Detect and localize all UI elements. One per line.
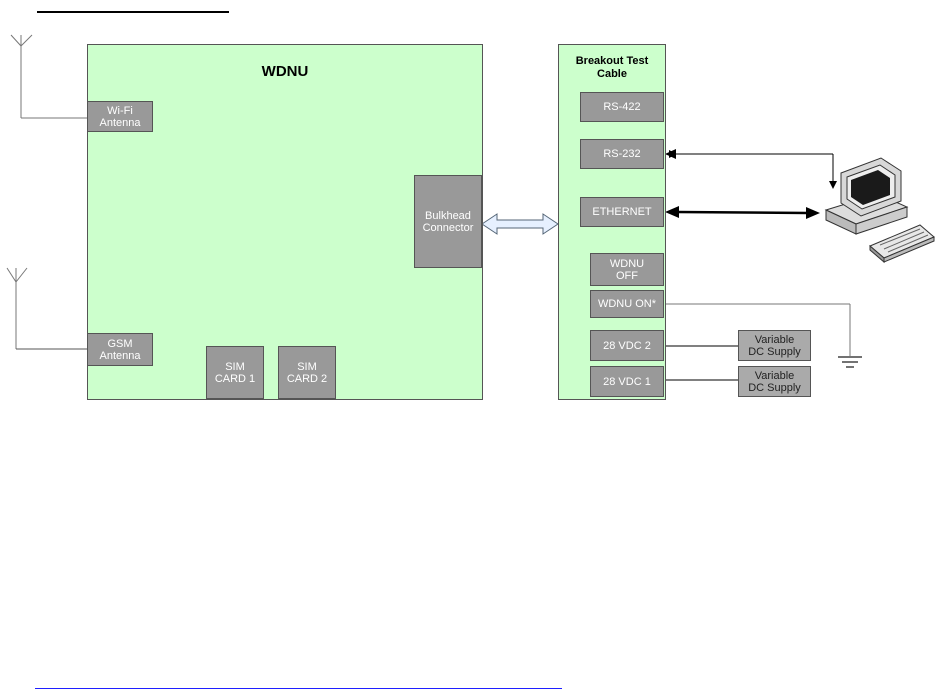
port-wdnu-on: WDNU ON* <box>590 290 664 318</box>
ground-icon <box>838 357 862 367</box>
ethernet-line <box>677 212 808 213</box>
dc-supply-1: Variable DC Supply <box>738 366 811 397</box>
port-rs422: RS-422 <box>580 92 664 122</box>
dc-supply-2: Variable DC Supply <box>738 330 811 361</box>
port-28vdc-2: 28 VDC 2 <box>590 330 664 361</box>
double-arrow <box>482 214 558 234</box>
port-wdnu-off: WDNU OFF <box>590 253 664 286</box>
antenna-icon <box>11 35 87 118</box>
port-ethernet: ETHERNET <box>580 197 664 227</box>
gsm-antenna-box: GSM Antenna <box>87 333 153 366</box>
sim-card-1-box: SIM CARD 1 <box>206 346 264 399</box>
port-28vdc-1: 28 VDC 1 <box>590 366 664 397</box>
wdnu-title: WDNU <box>230 63 340 80</box>
port-rs232: RS-232 <box>580 139 664 169</box>
wifi-antenna-box: Wi-Fi Antenna <box>87 101 153 132</box>
bulkhead-connector-box: Bulkhead Connector <box>414 175 482 268</box>
breakout-title: Breakout Test Cable <box>558 55 666 81</box>
computer-icon <box>826 158 934 262</box>
link-underline <box>35 688 562 689</box>
sim-card-2-box: SIM CARD 2 <box>278 346 336 399</box>
antenna-icon <box>7 268 87 349</box>
